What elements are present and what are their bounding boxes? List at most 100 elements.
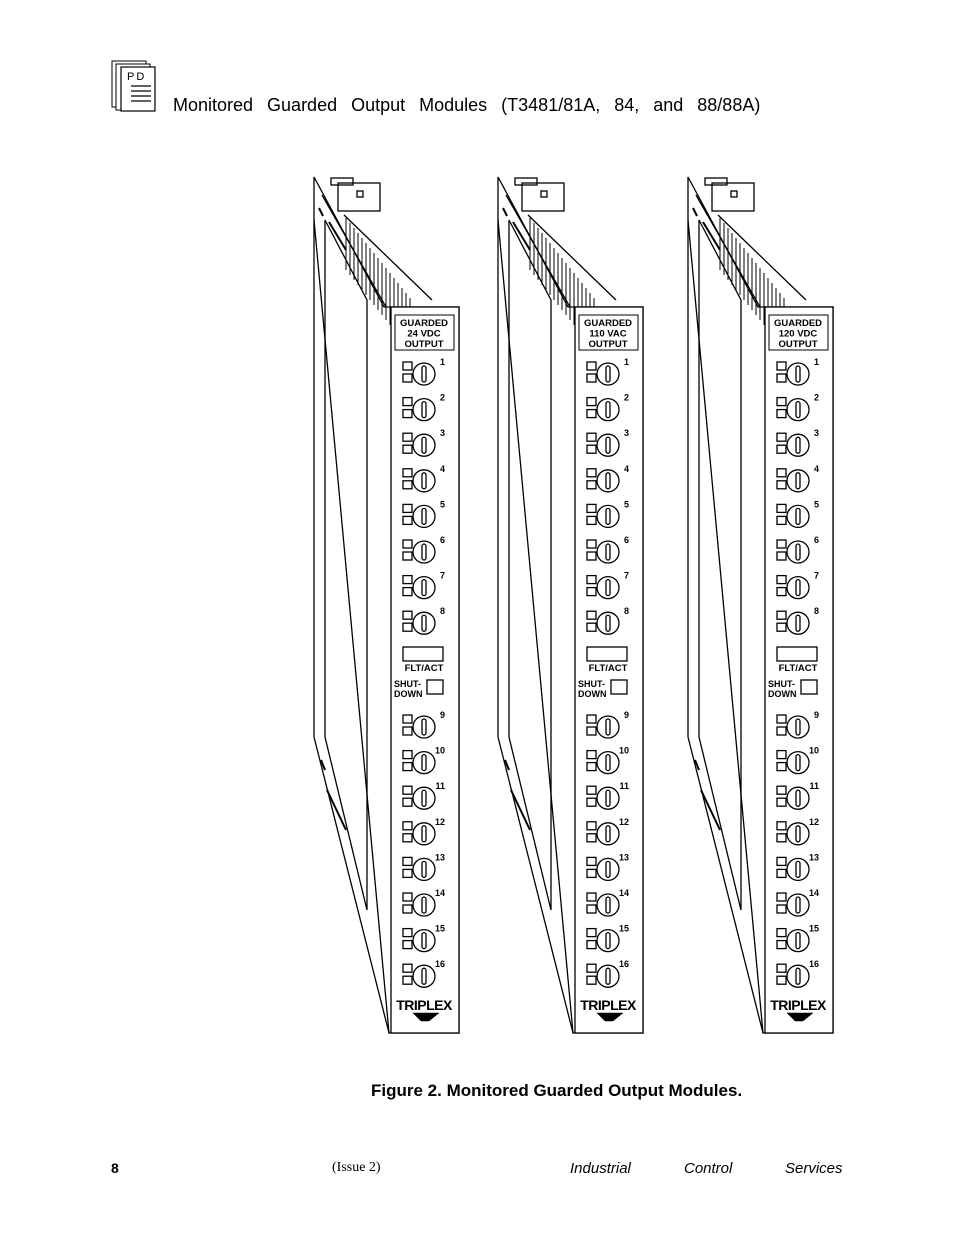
channel-led — [586, 963, 597, 973]
module-label-line: GUARDED — [584, 318, 632, 329]
channel-led — [586, 856, 597, 867]
channel-number: 2 — [624, 393, 629, 403]
flt-act-label: FLT/ACT — [405, 663, 444, 674]
fuse-holder-icon — [786, 715, 810, 739]
channel-number: 9 — [440, 710, 445, 720]
flt-act-indicator — [402, 646, 444, 662]
module-front-panel — [574, 306, 644, 1034]
channel-led — [402, 480, 413, 490]
fuse-holder-icon — [786, 362, 810, 386]
fuse-holder-icon — [596, 397, 620, 422]
channel-led — [402, 468, 413, 478]
channel-led — [402, 833, 413, 843]
triplex-logo: TRIPLEX — [580, 997, 637, 1013]
channel-led — [776, 797, 787, 807]
shutdown-label: DOWN — [394, 689, 423, 699]
footer-company-word: Control — [684, 1160, 733, 1177]
channel-number: 8 — [624, 606, 629, 616]
channel-led — [402, 622, 413, 632]
channel-led — [586, 574, 597, 585]
channel-number: 13 — [809, 852, 819, 862]
channel-number: 13 — [619, 852, 629, 862]
fuse-holder-icon — [786, 540, 810, 564]
shutdown-indicator — [426, 679, 444, 695]
channel-number: 1 — [814, 357, 819, 367]
flt-act-indicator — [586, 646, 628, 662]
module-label-line: OUTPUT — [778, 339, 817, 350]
fuse-holder-icon — [412, 611, 436, 635]
fuse-holder-icon — [596, 575, 620, 600]
channel-led — [402, 539, 413, 549]
shutdown-label: SHUT- — [394, 679, 421, 689]
channel-led — [586, 396, 597, 407]
module-handle — [521, 182, 565, 212]
handle-screw — [540, 190, 548, 198]
channel-led — [586, 432, 597, 442]
channel-number: 10 — [619, 746, 629, 756]
channel-number: 6 — [440, 535, 445, 545]
fuse-holder-icon — [786, 964, 810, 988]
channel-led — [776, 833, 787, 843]
channel-number: 15 — [619, 924, 629, 934]
fuse-holder-icon — [786, 611, 810, 635]
fuse-holder-icon — [786, 822, 810, 846]
issue-label: (Issue 2) — [332, 1160, 381, 1175]
channel-led — [776, 892, 787, 902]
channel-number: 6 — [814, 535, 819, 545]
fuse-holder-icon — [412, 469, 436, 493]
channel-number: 4 — [440, 464, 445, 474]
channel-led — [586, 503, 597, 514]
channel-led — [402, 761, 413, 772]
fuse-holder-icon — [596, 715, 620, 739]
fuse-holder-icon — [786, 469, 810, 493]
channel-led — [402, 551, 413, 561]
flt-act-indicator — [776, 646, 818, 662]
channel-led — [776, 396, 787, 407]
channel-number: 11 — [809, 781, 819, 791]
channel-led — [776, 586, 787, 597]
fuse-holder-icon — [786, 504, 810, 529]
fuse-holder-icon — [412, 964, 436, 988]
channel-led — [586, 975, 597, 985]
triplex-logo: TRIPLEX — [396, 997, 453, 1013]
channel-led — [776, 749, 787, 760]
fuse-holder-icon — [412, 822, 436, 846]
channel-led — [776, 610, 787, 620]
channel-led — [586, 610, 597, 620]
fuse-holder-icon — [596, 469, 620, 493]
fuse-holder-icon — [786, 433, 810, 457]
fuse-holder-icon — [596, 964, 620, 988]
triplex-logo: TRIPLEX — [770, 997, 827, 1013]
channel-led — [776, 975, 787, 985]
fuse-holder-icon — [596, 750, 620, 775]
channel-led — [586, 904, 597, 914]
channel-led — [776, 856, 787, 867]
channel-number: 2 — [814, 393, 819, 403]
channel-led — [776, 515, 787, 526]
channel-number: 2 — [440, 393, 445, 403]
module-label-box — [578, 314, 639, 351]
channel-led — [586, 714, 597, 724]
channel-number: 11 — [619, 781, 629, 791]
channel-led — [776, 904, 787, 914]
figure-caption: Figure 2. Monitored Guarded Output Modul… — [371, 1081, 743, 1100]
triplex-logo-mark — [596, 1012, 624, 1022]
channel-number: 3 — [624, 428, 629, 438]
module-side-panel — [324, 219, 368, 911]
channel-led — [402, 574, 413, 585]
channel-led — [776, 927, 787, 938]
channel-led — [586, 622, 597, 632]
fuse-holder-icon — [596, 362, 620, 386]
channel-number: 3 — [440, 428, 445, 438]
channel-number: 3 — [814, 428, 819, 438]
channel-led — [776, 408, 787, 419]
module-front-panel — [390, 306, 460, 1034]
channel-led — [586, 361, 597, 371]
fuse-holder-icon — [412, 504, 436, 529]
channel-number: 14 — [619, 888, 629, 898]
fuse-holder-icon — [596, 928, 620, 953]
shutdown-label: SHUT- — [768, 679, 795, 689]
channel-led — [402, 408, 413, 419]
